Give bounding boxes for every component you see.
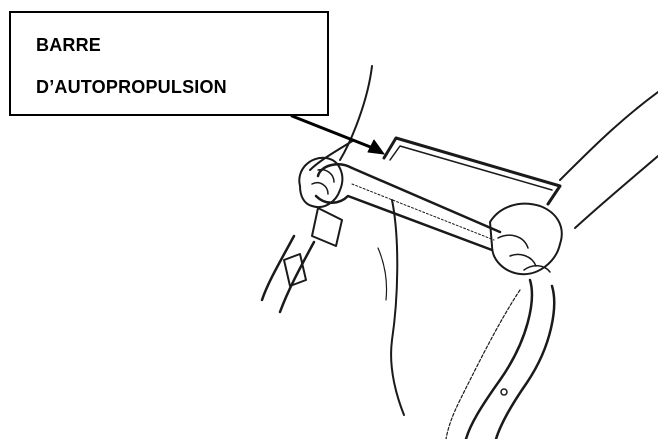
right-hand-finger-1 bbox=[510, 254, 536, 266]
right-hand bbox=[490, 204, 562, 274]
callout-box: BARRE D’AUTOPROPULSION bbox=[9, 11, 329, 116]
left-hand-finger-2 bbox=[312, 183, 328, 194]
callout-arrow-shaft bbox=[292, 116, 378, 150]
right-lower-tube-outer bbox=[466, 280, 532, 439]
right-lower-tube-inner bbox=[496, 286, 554, 439]
left-bracket bbox=[312, 208, 342, 246]
callout-label-line-2: D’AUTOPROPULSION bbox=[36, 77, 227, 98]
callout-label-line-1: BARRE bbox=[36, 35, 101, 56]
right-hand-thumb bbox=[498, 235, 528, 248]
operator-body-center-line bbox=[391, 200, 404, 415]
handle-bar-highlight bbox=[352, 184, 494, 240]
operator-right-arm-bottom bbox=[575, 156, 658, 228]
callout-arrowhead bbox=[368, 140, 384, 154]
operator-right-arm-top bbox=[560, 92, 658, 180]
cable-clip-dot bbox=[501, 389, 507, 395]
operator-shirt-fold bbox=[378, 248, 387, 300]
self-propel-bar-inner bbox=[390, 146, 552, 190]
